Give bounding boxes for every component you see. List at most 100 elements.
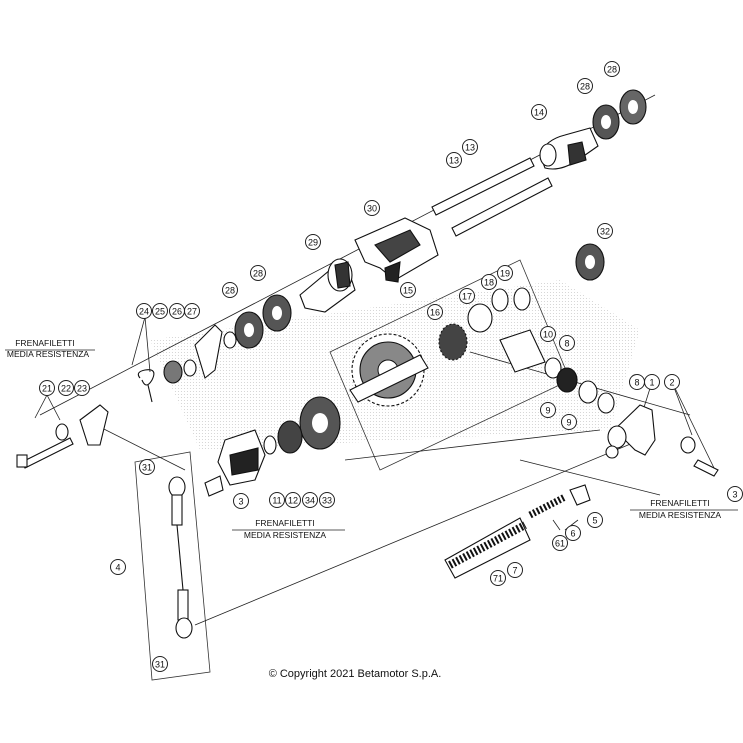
callout-circle	[285, 492, 301, 508]
note-right-line2: MEDIA RESISTENZA	[639, 510, 722, 520]
callout-number: 15	[403, 286, 413, 296]
note-left-line1: FRENAFILETTI	[15, 338, 75, 348]
callout-8: 8	[559, 335, 575, 351]
callout-circle	[305, 234, 321, 250]
callout-18: 18	[481, 274, 497, 290]
callout-circle	[58, 380, 74, 396]
callout-number: 28	[225, 286, 235, 296]
callout-number: 11	[272, 496, 281, 506]
callout-6: 6	[565, 525, 581, 541]
callout-circle	[644, 374, 660, 390]
callout-16: 16	[427, 304, 443, 320]
callout-number: 6	[570, 529, 575, 539]
callout-circle	[152, 656, 168, 672]
callout-circle	[552, 535, 568, 551]
callout-number: 28	[580, 82, 590, 92]
callout-number: 23	[77, 384, 87, 394]
note-left-line2: MEDIA RESISTENZA	[7, 349, 90, 359]
callout-circle	[152, 303, 168, 319]
callout-number: 2	[669, 378, 674, 388]
callout-circle	[577, 78, 593, 94]
callout-1: 1	[644, 374, 660, 390]
part-spring-24	[137, 369, 155, 403]
callout-19: 19	[497, 265, 513, 281]
part-rod-4	[168, 476, 193, 639]
callout-13: 13	[462, 139, 478, 155]
callout-9: 9	[540, 402, 556, 418]
callout-number: 1	[649, 378, 654, 388]
callout-number: 28	[253, 269, 263, 279]
callout-27: 27	[184, 303, 200, 319]
callout-number: 32	[600, 227, 610, 237]
part-bearing-28-mid	[223, 294, 292, 349]
callout-circle	[561, 414, 577, 430]
part-rods-13	[431, 157, 553, 237]
callout-number: 14	[534, 108, 544, 118]
callout-3: 3	[727, 486, 743, 502]
callout-circle	[74, 380, 90, 396]
callout-number: 24	[139, 307, 149, 317]
part-bearing-32	[575, 243, 605, 281]
callout-number: 7	[512, 566, 517, 576]
callout-circle	[565, 525, 581, 541]
callout-3: 3	[233, 493, 249, 509]
callout-number: 29	[308, 238, 318, 248]
callout-number: 71	[493, 574, 503, 584]
callout-32: 32	[597, 223, 613, 239]
note-rules	[5, 349, 738, 531]
part-kickstart-lever-1	[605, 404, 719, 477]
callout-circle	[559, 335, 575, 351]
callout-number: 27	[187, 307, 197, 317]
part-lower-bearings-11-33	[263, 396, 341, 455]
callout-circle	[184, 303, 200, 319]
callout-13: 13	[446, 152, 462, 168]
callout-number: 31	[155, 660, 165, 670]
callout-7: 7	[507, 562, 523, 578]
callout-28: 28	[604, 61, 620, 77]
part-bolt-washer-21-23	[16, 404, 109, 469]
callout-17: 17	[459, 288, 475, 304]
callout-15: 15	[400, 282, 416, 298]
callout-circle	[497, 265, 513, 281]
note-right-line1: FRENAFILETTI	[650, 498, 710, 508]
callout-4: 4	[110, 559, 126, 575]
part-selector-fork-14	[539, 127, 599, 170]
callout-circle	[364, 200, 380, 216]
callout-9: 9	[561, 414, 577, 430]
part-bearings-18-19	[491, 287, 531, 312]
callout-71: 71	[490, 570, 506, 586]
callout-21: 21	[39, 380, 55, 396]
callout-circle	[446, 152, 462, 168]
callout-23: 23	[74, 380, 90, 396]
callout-circle	[507, 562, 523, 578]
callout-number: 13	[465, 143, 475, 153]
note-center-line2: MEDIA RESISTENZA	[244, 530, 327, 540]
callout-number: 19	[500, 269, 510, 279]
callout-circle	[139, 459, 155, 475]
threadlock-note-center: FRENAFILETTI MEDIA RESISTENZA	[244, 518, 327, 540]
callout-28: 28	[577, 78, 593, 94]
note-center-line1: FRENAFILETTI	[255, 518, 315, 528]
callout-circle	[462, 139, 478, 155]
part-ratchet-25-27	[163, 324, 223, 384]
callout-number: 61	[555, 539, 565, 549]
callout-circle	[587, 512, 603, 528]
part-shift-drum-29	[299, 258, 356, 313]
callout-circle	[481, 274, 497, 290]
callout-33: 33	[319, 492, 335, 508]
callout-circle	[459, 288, 475, 304]
callout-number: 3	[732, 490, 737, 500]
callout-circle	[110, 559, 126, 575]
callout-14: 14	[531, 104, 547, 120]
callout-number: 17	[462, 292, 472, 302]
callout-number: 30	[367, 204, 377, 214]
callout-12: 12	[285, 492, 301, 508]
callout-number: 12	[288, 496, 298, 506]
callout-number: 33	[322, 496, 332, 506]
callout-number: 9	[566, 418, 571, 428]
part-springs-6-7	[444, 484, 591, 579]
callout-34: 34	[302, 492, 318, 508]
callout-circle	[39, 380, 55, 396]
